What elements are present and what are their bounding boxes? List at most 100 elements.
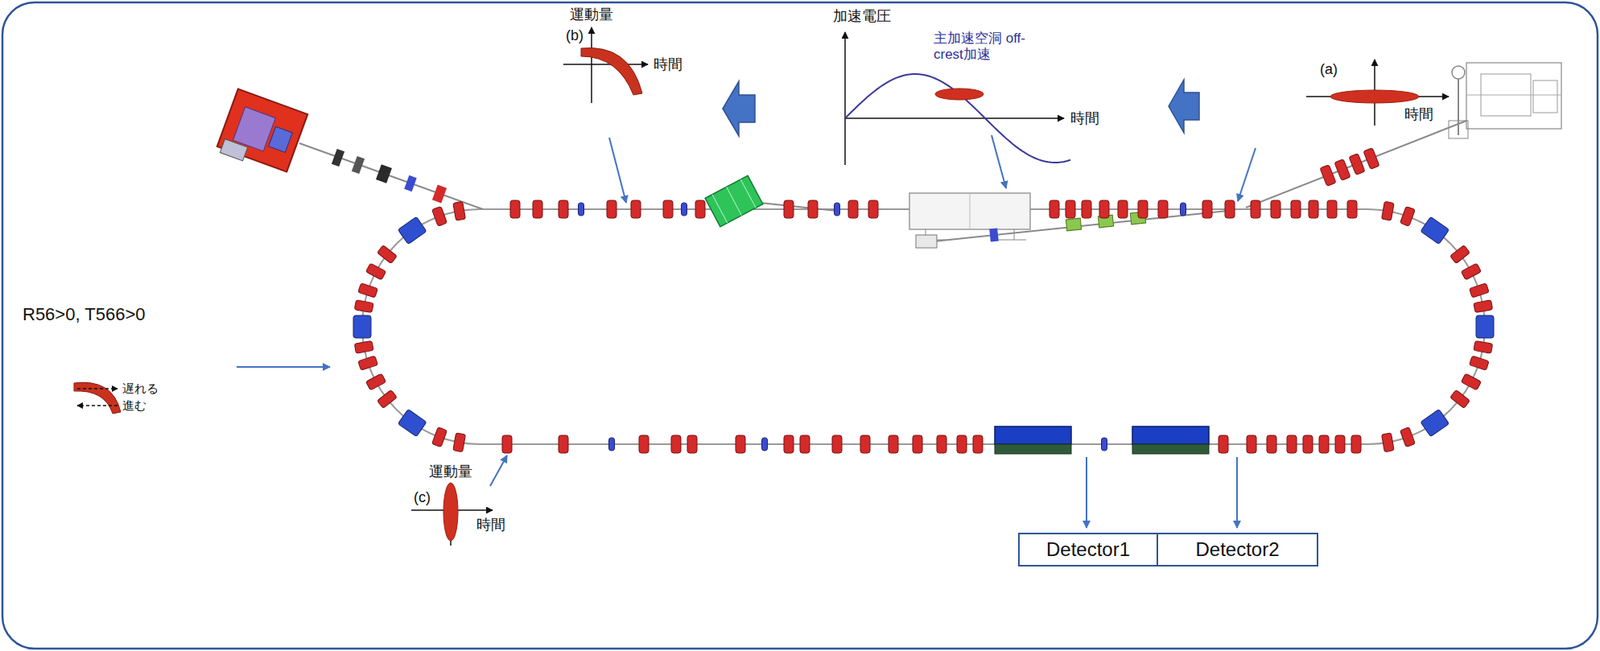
magnet [630, 200, 641, 219]
beam-line [299, 143, 483, 210]
pointer-arrows [236, 135, 1256, 528]
magnet [397, 409, 427, 438]
undulator [1132, 426, 1209, 454]
magnet [860, 435, 871, 454]
magnet [1270, 200, 1281, 219]
magnet [606, 200, 617, 219]
magnet [695, 200, 706, 219]
magnet [1327, 200, 1337, 219]
magnet [609, 437, 615, 451]
magnet [432, 206, 448, 227]
axis-label: (a) [1319, 61, 1338, 79]
magnet [808, 200, 818, 219]
cryomodule [909, 193, 1031, 230]
flow-arrow [722, 81, 755, 137]
bunch-shape [74, 382, 121, 414]
pointer-arrow [991, 135, 1007, 189]
magnet [834, 202, 841, 216]
magnet [1335, 435, 1345, 454]
axis-label: 加速電圧 [832, 8, 891, 25]
support [1014, 229, 1015, 240]
magnet [397, 216, 427, 244]
magnet [558, 200, 569, 219]
magnet [848, 200, 858, 219]
bunch-shape [1330, 90, 1419, 104]
gun-frame [1466, 62, 1562, 129]
magnet [1460, 263, 1481, 281]
green-block [705, 175, 763, 227]
magnet [1319, 435, 1329, 454]
magnet [1334, 159, 1351, 182]
axis-label: 時間 [653, 56, 683, 74]
axis [563, 63, 648, 66]
magnet [1348, 153, 1365, 176]
dump-block [217, 89, 308, 173]
axis-label: R56>0, T566>0 [22, 304, 146, 325]
magnet [1381, 432, 1395, 453]
magnet [578, 202, 585, 216]
gun-frame [1466, 94, 1562, 96]
magnet [331, 148, 345, 167]
undulator-magnet [1132, 426, 1209, 445]
magnet [1420, 409, 1450, 438]
magnet [1460, 373, 1481, 391]
magnet [358, 283, 379, 298]
magnet [681, 202, 688, 216]
rf-wave [845, 74, 1071, 163]
magnet [671, 435, 681, 454]
detector-label: Detector2 [1195, 538, 1279, 561]
magnet [432, 185, 447, 204]
injector-part [1065, 218, 1081, 231]
gun-frame [1448, 120, 1469, 139]
magnet [1303, 435, 1313, 454]
magnet [377, 245, 398, 264]
bunch-shape [443, 482, 458, 541]
detector-box: Detector2 [1156, 532, 1319, 567]
magnet [366, 373, 387, 391]
magnet [1469, 355, 1490, 371]
magnet [366, 263, 387, 281]
magnet [358, 355, 379, 371]
magnet [1400, 206, 1416, 227]
magnet [1081, 200, 1092, 219]
axis [845, 117, 1064, 120]
magnet [1138, 200, 1148, 219]
magnet [375, 164, 392, 184]
bunch-shape [581, 47, 643, 95]
magnet [558, 435, 569, 454]
magnet [432, 427, 448, 448]
magnet [351, 156, 365, 174]
magnet [1266, 435, 1277, 454]
magnet [1180, 202, 1187, 216]
undulator-magnet [994, 426, 1072, 445]
magnet [1290, 200, 1301, 219]
magnet [888, 435, 899, 454]
undulator-base [994, 444, 1072, 454]
magnet [377, 389, 398, 409]
injector-part [915, 235, 937, 248]
axis-label: (c) [413, 489, 431, 507]
detail-line [740, 179, 756, 208]
phase-space-inset [563, 27, 648, 104]
magnet [1101, 437, 1108, 451]
detail-line [726, 186, 743, 215]
rf-wave-curve [845, 74, 1071, 163]
pointer-arrow [236, 366, 330, 368]
detector-label: Detector1 [1046, 538, 1130, 561]
magnet [1351, 435, 1361, 454]
magnet [453, 201, 466, 221]
gun-frame [1533, 80, 1558, 113]
magnet [1250, 200, 1261, 219]
magnet [1400, 427, 1416, 448]
cavity-note: 主加速空洞 off-crest加速 [933, 30, 1039, 62]
flow-arrow [1168, 79, 1200, 133]
magnet [1218, 435, 1229, 454]
phase-space-inset [1306, 59, 1449, 126]
magnet [1469, 283, 1490, 298]
magnet [1420, 216, 1450, 244]
magnet [354, 341, 374, 355]
magnet [832, 435, 842, 454]
